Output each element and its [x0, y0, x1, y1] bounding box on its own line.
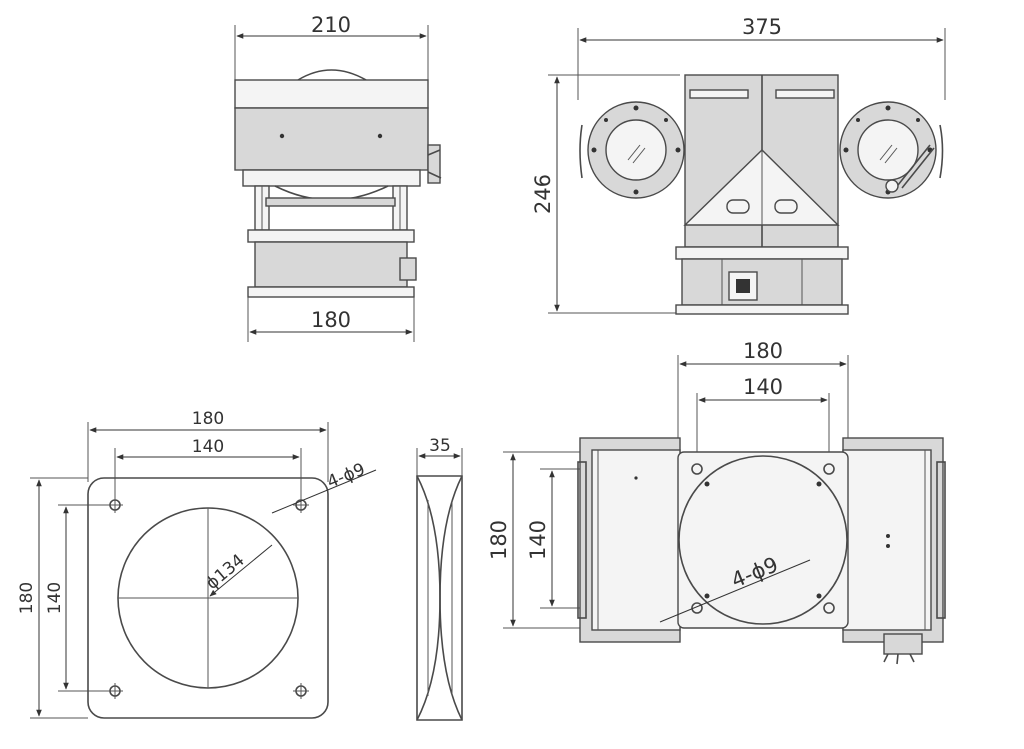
side-view: 210 180	[234, 13, 442, 342]
plate-diameter-text: ϕ134	[202, 550, 248, 593]
dim-text-246: 246	[531, 174, 555, 214]
plate-hole-callout-text: 4-ϕ9	[324, 459, 368, 492]
dim-text-bottom-140: 140	[743, 375, 783, 399]
plate-hole-callout: 4-ϕ9	[271, 459, 377, 514]
dimension-side-top-width: 210	[234, 13, 429, 80]
base-section-view: 35	[416, 436, 463, 721]
dim-text-bottom-180: 180	[743, 339, 783, 363]
dimension-plate-hole-spacing-y: 140	[45, 504, 110, 692]
dimension-bottom-outer-width: 180	[677, 339, 849, 452]
dimension-plate-hole-spacing-x: 140	[114, 437, 302, 500]
dimension-bottom-outer-height: 180	[487, 451, 585, 629]
dimension-plate-outer-height: 180	[17, 477, 88, 719]
plate-diameter-callout: ϕ134	[202, 544, 273, 597]
bottom-view: 180 140 180 140	[487, 339, 946, 665]
right-camera-head	[839, 101, 944, 199]
dim-text-plate-h180: 180	[17, 582, 37, 614]
dimension-bottom-hole-spacing-x: 140	[696, 375, 830, 462]
dim-text-plate-h140: 140	[45, 582, 65, 614]
base-plate-view: 180 140 180 140	[17, 409, 377, 719]
dim-text-35: 35	[429, 436, 451, 456]
dimension-front-height: 246	[531, 74, 680, 314]
plate-mounting-holes	[107, 497, 309, 699]
dimension-plate-outer-width: 180	[87, 409, 329, 482]
dim-text-375: 375	[742, 15, 782, 39]
dimension-front-width: 375	[577, 15, 946, 100]
dim-text-bottom-h180: 180	[487, 520, 511, 560]
front-view: 375 246	[531, 15, 946, 315]
dim-text-bottom-h140: 140	[526, 520, 550, 560]
dim-text-plate-140: 140	[192, 437, 224, 457]
bottom-mounting-holes	[691, 463, 835, 614]
dimension-side-base-width: 180	[247, 297, 415, 342]
dim-text-plate-180: 180	[192, 409, 224, 429]
left-camera-head	[579, 101, 685, 199]
dim-text-210: 210	[311, 13, 351, 37]
dim-text-180: 180	[311, 308, 351, 332]
dimension-section-thickness: 35	[416, 436, 463, 476]
